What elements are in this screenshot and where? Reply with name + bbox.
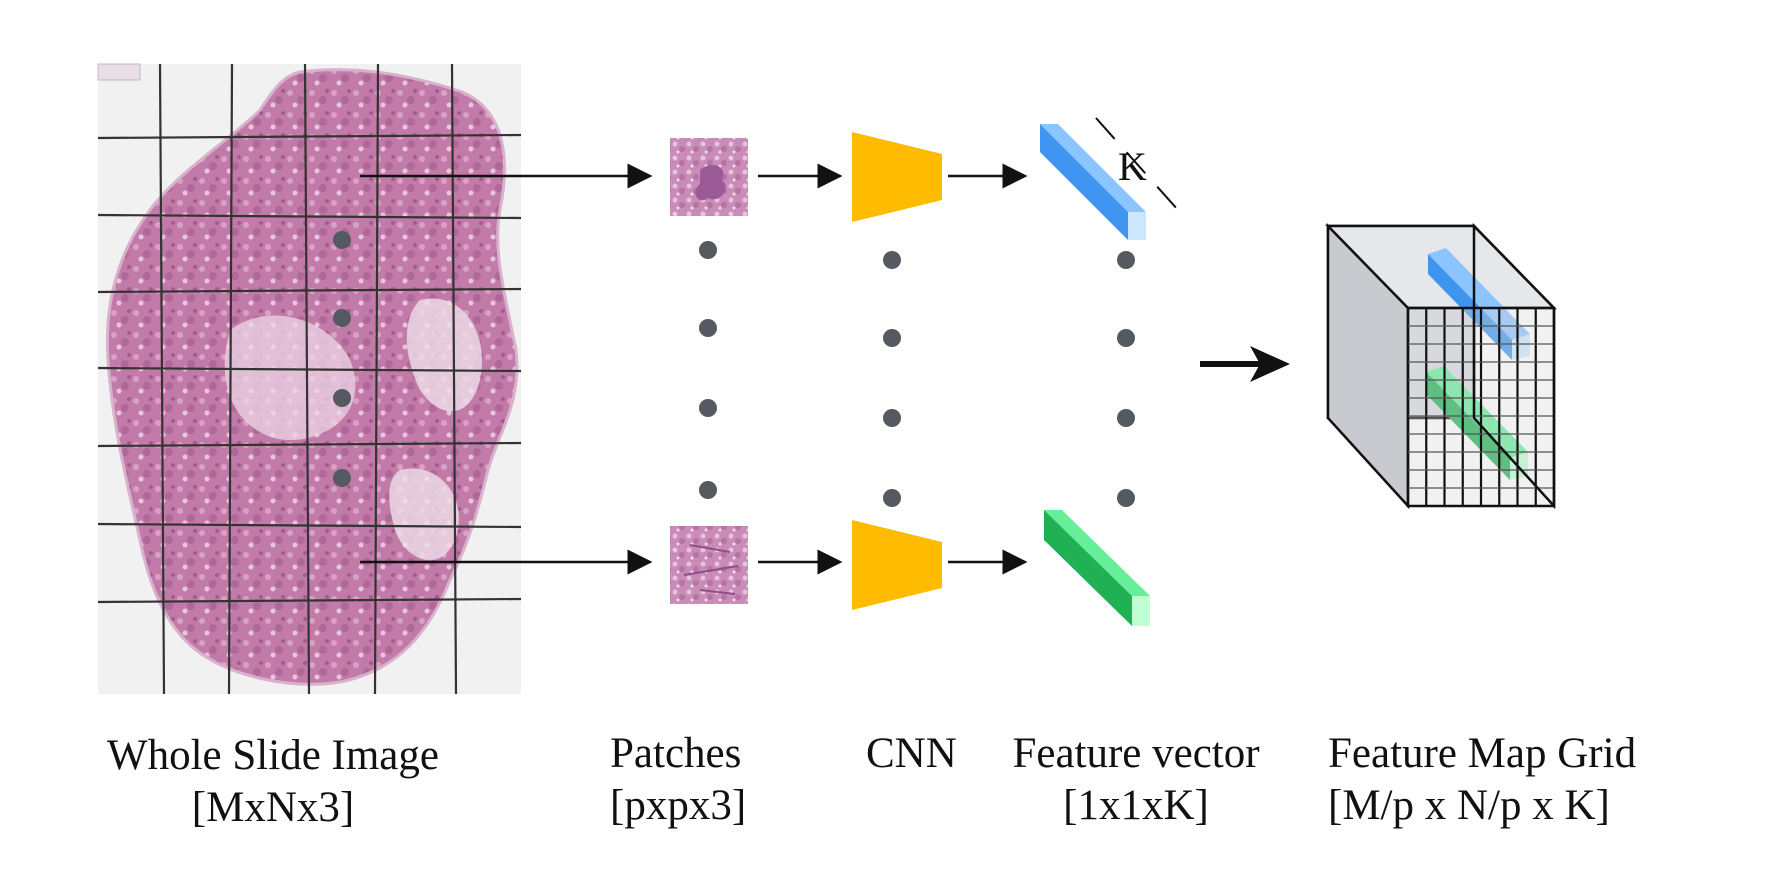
grid-line-vertical xyxy=(450,63,458,695)
cube-front-grid xyxy=(1408,308,1554,506)
grid-line-vertical xyxy=(227,63,234,695)
caption-cnn-title: CNN xyxy=(866,730,957,777)
cnn-encoder-bottom xyxy=(852,520,942,610)
grid-line-horizontal xyxy=(97,522,522,529)
ellipsis-dot xyxy=(1117,489,1135,507)
caption-feature-map-dims: [M/p x N/p x K] xyxy=(1328,782,1610,829)
ellipsis-dot xyxy=(333,469,351,487)
grid-line-horizontal xyxy=(97,366,522,373)
feature-vector-top xyxy=(1040,124,1146,240)
ellipsis-dot xyxy=(333,231,351,249)
ellipsis-dot xyxy=(883,409,901,427)
tissue-pale-region xyxy=(224,315,356,440)
grid-line-horizontal xyxy=(97,441,522,448)
cnn-encoder-top xyxy=(852,132,942,222)
ellipsis-dot xyxy=(699,241,717,259)
arrow-to-feature-map-head xyxy=(1250,346,1290,382)
wsi-ellipsis-dots xyxy=(333,231,351,487)
feature-map-cube xyxy=(1325,222,1557,510)
tissue-pale-region-2 xyxy=(406,298,482,412)
caption-whole-slide-image: Whole Slide Image [MxNx3] xyxy=(100,730,446,834)
caption-wsi-dims: [MxNx3] xyxy=(191,784,355,831)
ellipsis-dot xyxy=(699,481,717,499)
ellipsis-dot xyxy=(883,489,901,507)
feature-vector-bottom xyxy=(1044,510,1150,626)
grid-line-vertical xyxy=(158,63,166,695)
patch-grid-lines xyxy=(97,63,522,695)
ellipsis-dot xyxy=(699,319,717,337)
ellipsis-dot xyxy=(883,251,901,269)
caption-feature-map-grid: Feature Map Grid [M/p x N/p x K] xyxy=(1328,728,1636,832)
caption-feature-map-title: Feature Map Grid xyxy=(1328,730,1637,777)
cnn-ellipsis-dots xyxy=(883,251,901,507)
grid-line-horizontal xyxy=(97,287,522,294)
ellipsis-dot xyxy=(699,399,717,417)
caption-patches-title: Patches xyxy=(610,730,742,777)
grid-line-horizontal xyxy=(97,133,522,140)
grid-line-horizontal xyxy=(97,597,522,604)
caption-feature-vector-dims: [1x1xK] xyxy=(1063,782,1209,829)
cube-right-edge xyxy=(1472,222,1556,510)
ellipsis-dot xyxy=(1117,329,1135,347)
grid-line-horizontal xyxy=(97,213,522,220)
caption-patches-dims: [pxpx3] xyxy=(610,782,747,829)
ellipsis-dot xyxy=(1117,251,1135,269)
vector-ellipsis-dots xyxy=(1117,251,1135,507)
slide-corner-thumbnail xyxy=(97,63,141,81)
caption-feature-vector: Feature vector [1x1xK] xyxy=(1006,728,1266,832)
whole-slide-image xyxy=(97,63,522,695)
ellipsis-dot xyxy=(883,329,901,347)
caption-wsi-title: Whole Slide Image xyxy=(107,732,439,779)
caption-patches: Patches [pxpx3] xyxy=(610,728,746,832)
tissue-pale-region-3 xyxy=(389,468,459,561)
caption-cnn: CNN xyxy=(866,728,957,780)
patch-bottom xyxy=(670,526,748,604)
grid-line-vertical xyxy=(303,63,311,695)
grid-line-vertical xyxy=(373,63,380,695)
caption-feature-vector-title: Feature vector xyxy=(1012,730,1260,777)
dimension-line-k xyxy=(1095,117,1179,211)
vector-length-label: K xyxy=(1118,144,1147,189)
patches-ellipsis-dots xyxy=(699,241,717,499)
ellipsis-dot xyxy=(1117,409,1135,427)
ellipsis-dot xyxy=(333,389,351,407)
patch-top xyxy=(670,138,748,216)
ellipsis-dot xyxy=(333,309,351,327)
